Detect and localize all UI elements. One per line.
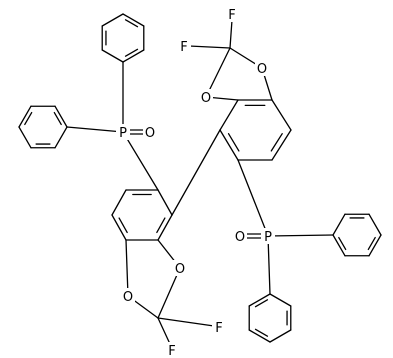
phenyl-bottom-bond (269, 293, 292, 307)
phenyl-top-left-bond (122, 13, 145, 27)
fluorine-label: F (228, 8, 235, 23)
phenyl-top-left-double-bond (124, 48, 139, 57)
phosphorus-label-background (261, 228, 275, 244)
phenyl-left-bond (54, 126, 68, 149)
phenyl-bottom-double-bond (254, 328, 269, 337)
phenyl-right-double-bond (367, 236, 376, 251)
phosphorus-label-background (116, 124, 130, 140)
phenyl-left-bond (18, 105, 32, 128)
dioxole-oxygen-label: O (201, 91, 211, 106)
atom-labels-layer: P O P O O O F F O O F F (116, 6, 275, 358)
fluorine-label-background (165, 342, 179, 358)
p-aryl-bond (237, 159, 269, 237)
phosphorus-label: P (119, 126, 127, 141)
phenyl-right-bond (368, 213, 382, 236)
phenyl-bottom-bond (269, 329, 292, 343)
bonds-layer (18, 13, 382, 345)
c-f-bond (188, 45, 231, 49)
phenyl-top-left-double-bond (124, 19, 139, 28)
c-f-bond (229, 19, 233, 49)
dioxole-oxygen-label: O (123, 290, 133, 305)
benzene-right-bond (271, 129, 292, 161)
phenyl-right-bond (368, 234, 382, 257)
biaryl-bond (171, 129, 221, 216)
dioxole-oxygen-label: O (175, 262, 185, 277)
benzene-left-bond (111, 214, 127, 241)
fluorine-label-background (212, 319, 226, 335)
benzene-right-bond (219, 99, 239, 131)
dioxole-bond (205, 47, 231, 98)
phenyl-right-bond (332, 234, 346, 257)
p-phenyl-bond (66, 126, 124, 133)
phosphine-oxide-oxygen-label: O (145, 126, 155, 141)
fluorine-label-background (225, 6, 239, 22)
fluorine-label: F (168, 344, 175, 358)
phenyl-left-double-bond (24, 111, 33, 126)
benzene-left-double-bond (156, 217, 166, 234)
benzene-left-bond (157, 214, 173, 241)
dioxole-bond (125, 239, 129, 297)
phosphine-oxide-oxygen-label-background (143, 124, 157, 140)
dioxole-oxygen-label-background (173, 260, 187, 276)
phenyl-top-left-bond (101, 13, 124, 27)
phenyl-left-double-bond (53, 111, 62, 126)
benzene-left-bond (111, 189, 127, 216)
fluorine-label: F (180, 40, 187, 55)
benzene-right-bond (219, 129, 239, 161)
dioxole-bond (157, 267, 181, 319)
phenyl-left-bond (54, 105, 68, 128)
phenyl-bottom-bond (248, 293, 271, 307)
benzene-right-bond (271, 99, 292, 131)
phenyl-right-bond (332, 213, 346, 236)
fluorine-label-background (177, 38, 191, 54)
dioxole-oxygen-label-background (255, 60, 269, 76)
c-f-bond (157, 317, 171, 345)
benzene-right-double-bond (227, 133, 240, 152)
c-f-bond (157, 317, 215, 327)
phenyl-top-left-bond (122, 49, 145, 63)
phenyl-bottom-double-bond (254, 299, 269, 308)
p-phenyl-bond (267, 235, 271, 295)
phenyl-bottom-bond (248, 329, 271, 343)
benzene-right-double-bond (270, 133, 283, 152)
p-phenyl-bond (267, 234, 334, 237)
phenyl-top-left-bond (101, 49, 124, 63)
benzene-left-double-bond (118, 217, 128, 234)
phenyl-right-double-bond (338, 236, 347, 251)
dioxole-oxygen-label: O (257, 62, 267, 77)
phosphine-oxide-oxygen-label: O (235, 230, 245, 245)
p-aryl-bond (122, 131, 159, 191)
phosphine-oxide-oxygen-label-background (233, 228, 247, 244)
dioxole-oxygen-label-background (199, 89, 213, 105)
fluorine-label: F (215, 321, 222, 336)
benzene-left-bond (157, 189, 173, 216)
phosphorus-label: P (264, 230, 272, 245)
phenyl-left-bond (18, 126, 32, 149)
dioxole-oxygen-label-background (121, 288, 135, 304)
